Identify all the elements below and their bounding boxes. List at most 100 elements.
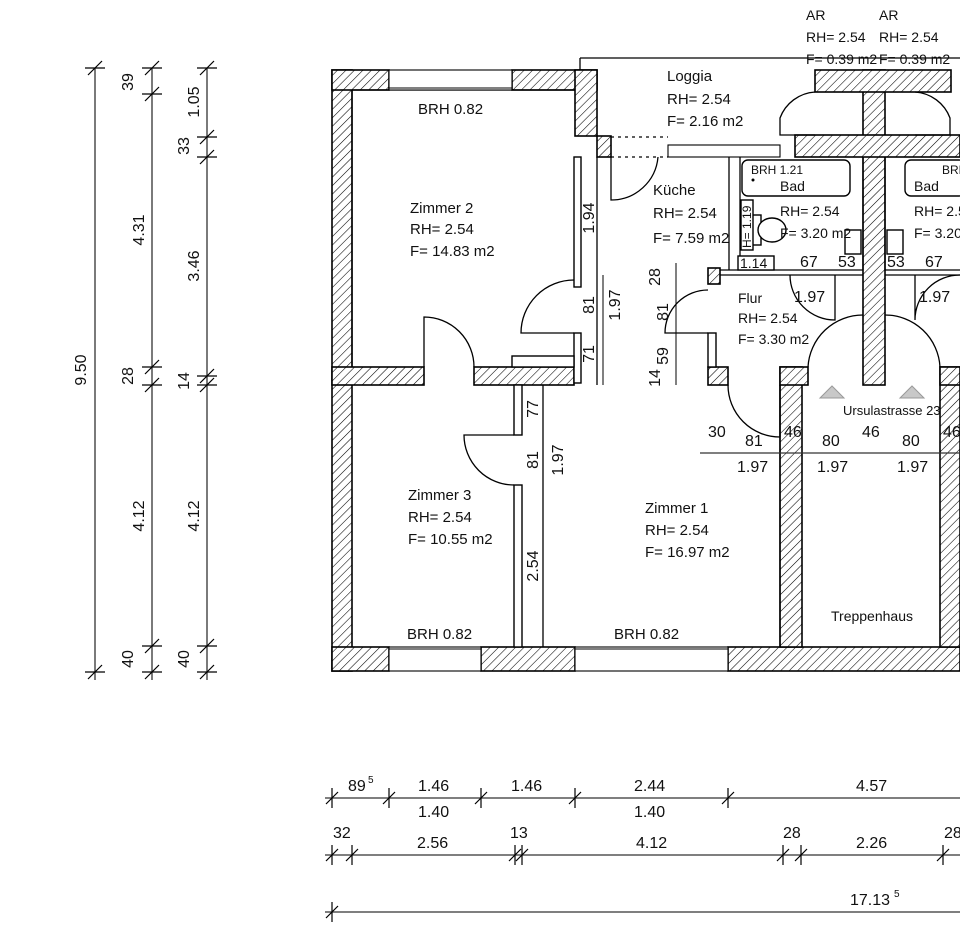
room-area: F= 14.83 m2 — [410, 243, 495, 260]
bath-h-label: H= 1.19 — [740, 205, 754, 248]
dim-bottom: 28 — [783, 825, 801, 842]
window-zimmer3 — [388, 646, 482, 672]
dim-inner: 1.97 — [737, 459, 768, 476]
room-name: Zimmer 1 — [645, 500, 708, 517]
room-name: Zimmer 3 — [408, 487, 471, 504]
room-height: RH= 2.54 — [653, 205, 717, 222]
room-name: Zimmer 2 — [410, 200, 473, 217]
inner-dimensions: 1.94 81 1.97 71 28 81 59 14 77 81 1.97 2… — [525, 202, 960, 582]
left-dimensions: 9.50 39 4.31 28 4.12 40 1.05 33 3.46 14 … — [73, 60, 217, 680]
room-name: Loggia — [667, 68, 713, 85]
room-height: RH= 2.54 — [408, 509, 472, 526]
address-label: Ursulastrasse 23 — [843, 403, 941, 418]
bath-brh: BRH — [942, 163, 960, 177]
dim-inner: 1.97 — [607, 289, 624, 320]
room-height: RH= 2.54 — [780, 203, 840, 219]
room-area: F= 7.59 m2 — [653, 230, 729, 247]
dim-inner: 77 — [525, 400, 542, 418]
dim-4-12: 4.12 — [131, 500, 148, 531]
dim-inner: 46 — [862, 424, 880, 441]
wc-bowl — [757, 217, 787, 243]
dim-inner: 14 — [647, 369, 664, 387]
room-name: Bad — [914, 178, 939, 194]
room-height: RH= 2.54 — [738, 310, 798, 326]
room-area: F= 2.16 m2 — [667, 113, 743, 130]
dim-1-05: 1.05 — [186, 86, 203, 117]
room-name: Treppenhaus — [831, 608, 913, 624]
room-height: RH= 2.54 — [410, 221, 474, 238]
sink-left — [844, 229, 862, 255]
dim-inner: 28 — [647, 268, 664, 286]
dim-bottom: 2.56 — [417, 835, 448, 852]
bath-brh: BRH 1.21 — [751, 163, 803, 177]
dim-28: 28 — [120, 367, 137, 385]
room-area: F= 16.97 m2 — [645, 544, 730, 561]
room-height: RH= 2.54 — [914, 203, 960, 219]
room-name: AR — [879, 7, 898, 23]
dim-inner: 1.97 — [794, 289, 825, 306]
room-area: F= 3.20 m2 — [780, 225, 851, 241]
sink-right — [886, 229, 904, 255]
dim-inner: 80 — [902, 433, 920, 450]
dim-inner: 46 — [784, 424, 802, 441]
dim-bottom: 1.46 — [418, 778, 449, 795]
dim-inner: 81 — [655, 303, 672, 321]
dim-bottom: 4.57 — [856, 778, 887, 795]
window-brh: BRH 0.82 — [407, 626, 472, 643]
dim-40: 40 — [120, 650, 137, 668]
dim-inner: 53 — [838, 254, 856, 271]
walls — [331, 69, 960, 672]
window-zimmer2 — [388, 69, 513, 91]
dim-inner: 80 — [822, 433, 840, 450]
dim-bottom: 89 — [348, 778, 366, 795]
room-area: F= 3.20 m2 — [914, 225, 960, 241]
dim-inner: 59 — [655, 347, 672, 365]
dim-3-46: 3.46 — [186, 250, 203, 281]
bath-w-label: 1.14 — [740, 255, 767, 271]
dim-total-height: 9.50 — [73, 354, 90, 385]
dim-inner: 53 — [887, 254, 905, 271]
dim-bottom: 1.40 — [418, 804, 449, 821]
dim-4-31: 4.31 — [131, 214, 148, 245]
dim-inner: 67 — [925, 254, 943, 271]
room-name: AR — [806, 7, 825, 23]
dim-inner: 81 — [581, 296, 598, 314]
dim-superscript: 5 — [894, 889, 900, 900]
entrance-triangle — [818, 385, 846, 399]
room-labels: Zimmer 2 RH= 2.54 F= 14.83 m2 BRH 0.82 Z… — [407, 7, 960, 643]
dim-4-12b: 4.12 — [186, 500, 203, 531]
windows — [388, 69, 729, 672]
dim-39: 39 — [120, 73, 137, 91]
window-brh: BRH 0.82 — [614, 626, 679, 643]
dim-inner: 30 — [708, 424, 726, 441]
fixtures — [737, 159, 960, 399]
bathtub-right — [904, 159, 960, 197]
dim-14: 14 — [176, 372, 193, 390]
dim-inner: 81 — [525, 451, 542, 469]
dim-bottom: 4.12 — [636, 835, 667, 852]
dim-inner: 1.94 — [581, 202, 598, 233]
dim-inner: 1.97 — [897, 459, 928, 476]
room-area: F= 10.55 m2 — [408, 531, 493, 548]
room-height: RH= 2.54 — [879, 29, 939, 45]
room-name: Flur — [738, 290, 762, 306]
bottom-dimensions: 89 5 1.46 1.46 2.44 4.57 1.40 1.40 32 2.… — [325, 775, 960, 922]
dim-inner: 71 — [581, 345, 598, 363]
dim-inner: 1.97 — [919, 289, 950, 306]
dim-inner: 67 — [800, 254, 818, 271]
dim-bottom: 2.26 — [856, 835, 887, 852]
dim-inner: 1.97 — [817, 459, 848, 476]
w-box — [737, 255, 775, 271]
dim-bottom: 2.44 — [634, 778, 665, 795]
entrance-triangle — [898, 385, 926, 399]
dim-superscript: 5 — [368, 775, 374, 786]
room-height: RH= 2.54 — [806, 29, 866, 45]
room-name: Küche — [653, 182, 696, 199]
room-area: F= 0.39 m2 — [806, 51, 877, 67]
loggia-window — [667, 144, 781, 158]
dim-bottom: 28 — [944, 825, 960, 842]
room-area: F= 3.30 m2 — [738, 331, 809, 347]
dim-inner: 2.54 — [525, 550, 542, 581]
dim-inner: 1.97 — [550, 444, 567, 475]
